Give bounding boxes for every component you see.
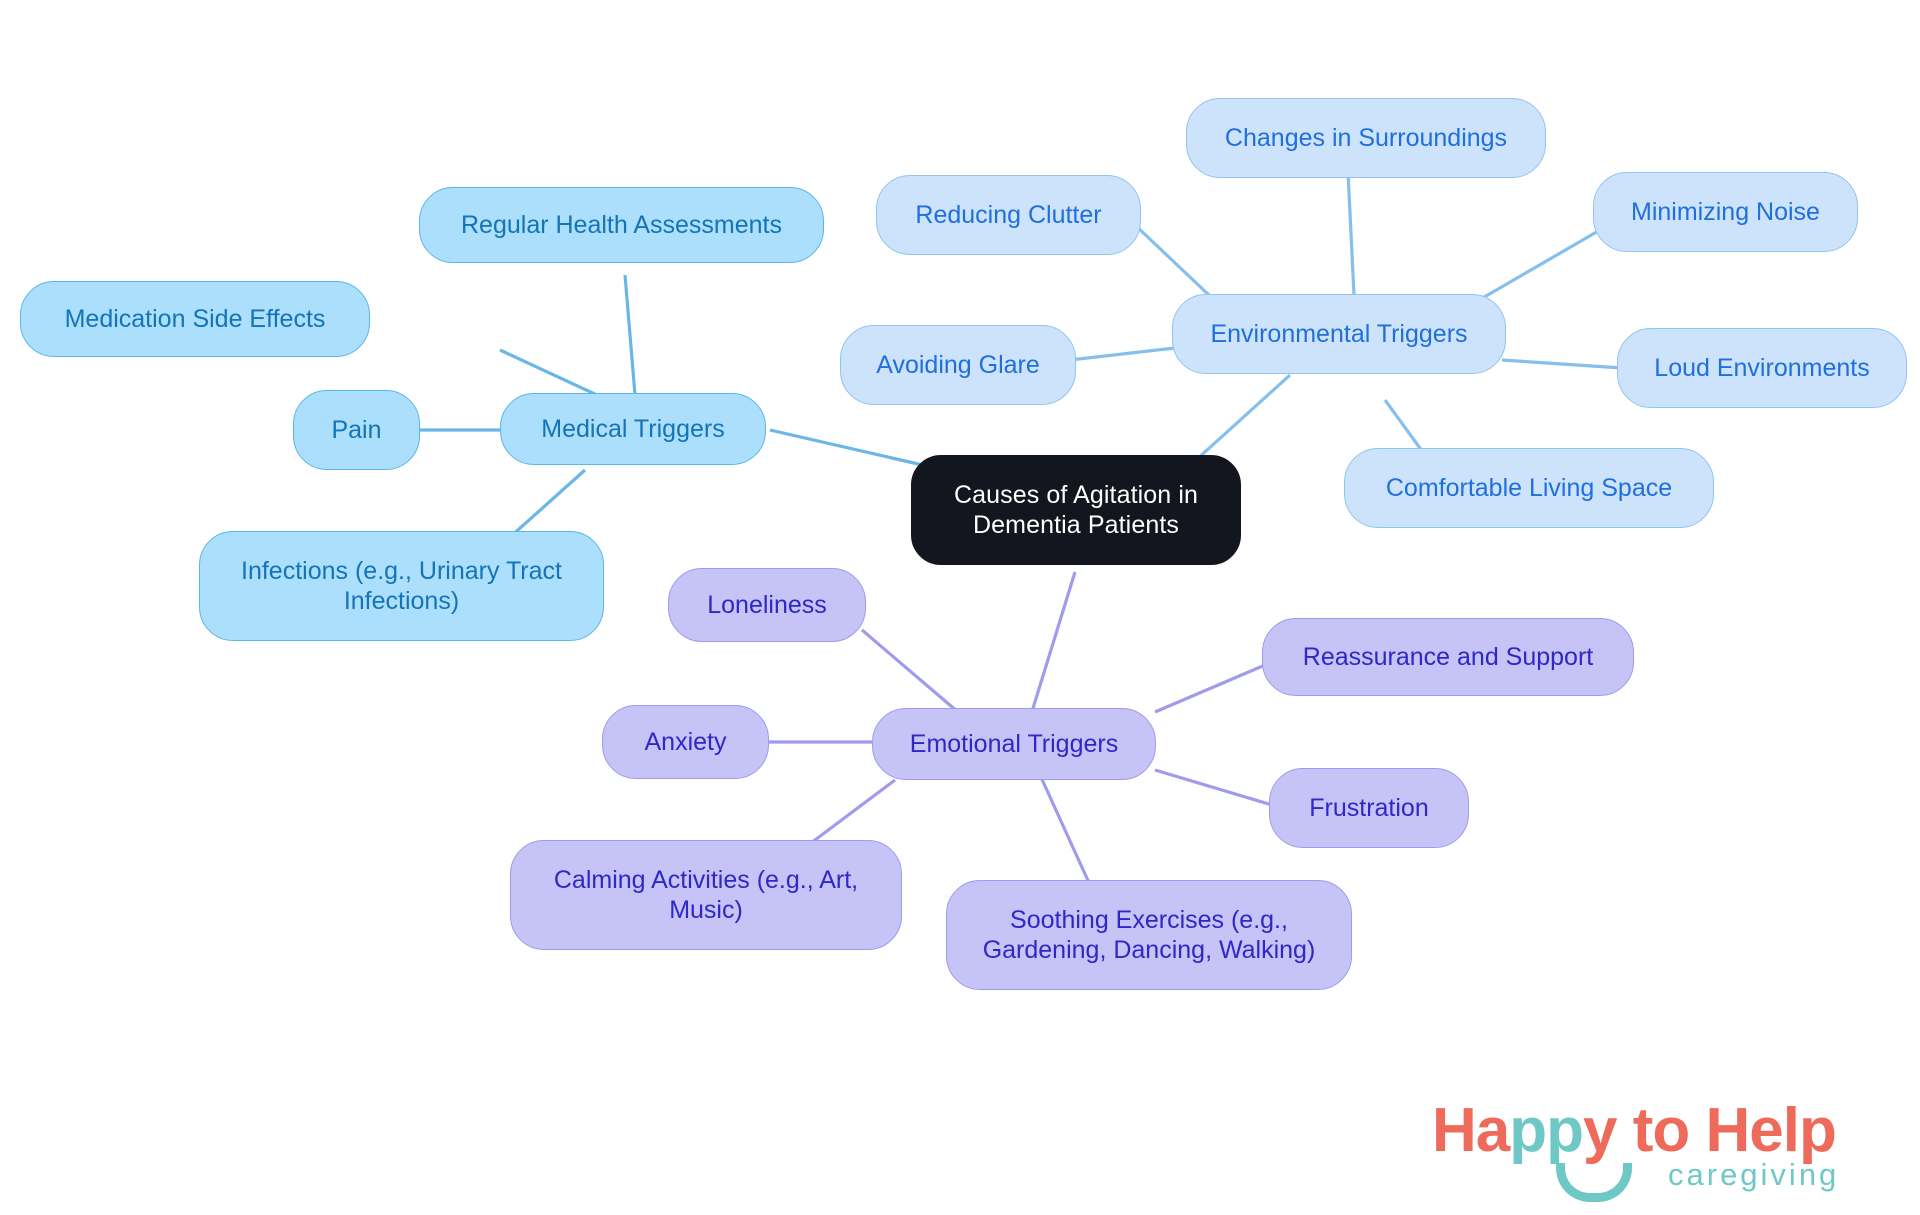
logo-tagline: caregiving [1668,1157,1840,1192]
leaf-node-reassurance-and-support[interactable]: Reassurance and Support [1262,618,1634,696]
edge-emo-loneliness [860,628,967,720]
branch-node-emotional-triggers[interactable]: Emotional Triggers [872,708,1156,780]
leaf-node-soothing-exercises[interactable]: Soothing Exercises (e.g., Gardening, Dan… [946,880,1352,990]
leaf-node-loneliness[interactable]: Loneliness [668,568,866,642]
logo-word-ha: Ha [1432,1096,1510,1165]
leaf-node-changes-in-surroundings[interactable]: Changes in Surroundings [1186,98,1546,178]
root-node[interactable]: Causes of Agitation in Dementia Patients [911,455,1241,565]
branch-node-medical-triggers[interactable]: Medical Triggers [500,393,766,465]
leaf-node-pain[interactable]: Pain [293,390,420,470]
logo-word-pp: pp [1509,1096,1584,1165]
edge-emo-soothing [1038,774,1092,886]
leaf-node-loud-environments[interactable]: Loud Environments [1617,328,1907,408]
leaf-node-avoiding-glare[interactable]: Avoiding Glare [840,325,1076,405]
edge-env-loud [1501,358,1623,370]
edge-emo-reassurance [1154,663,1266,714]
edge-emo-frustration [1154,768,1273,807]
leaf-node-anxiety[interactable]: Anxiety [602,705,769,779]
happy-to-help-logo: Happy to Help caregiving [1432,1095,1892,1203]
edge-env-comfortable [1383,399,1427,456]
leaf-node-comfortable-living-space[interactable]: Comfortable Living Space [1344,448,1714,528]
leaf-node-infections[interactable]: Infections (e.g., Urinary Tract Infectio… [199,531,604,641]
edge-env-changes [1346,171,1357,316]
smile-icon [1556,1163,1632,1202]
leaf-node-frustration[interactable]: Frustration [1269,768,1469,848]
edge-medical-assessments [623,274,637,396]
leaf-node-calming-activities[interactable]: Calming Activities (e.g., Art, Music) [510,840,902,950]
leaf-node-regular-health-assessments[interactable]: Regular Health Assessments [419,187,824,263]
leaf-node-reducing-clutter[interactable]: Reducing Clutter [876,175,1141,255]
logo-wordmark: Happy to Help [1432,1095,1837,1166]
leaf-node-minimizing-noise[interactable]: Minimizing Noise [1593,172,1858,252]
leaf-node-medication-side-effects[interactable]: Medication Side Effects [20,281,370,357]
edge-root-emotional [1028,571,1077,719]
branch-node-environmental-triggers[interactable]: Environmental Triggers [1172,294,1506,374]
edge-env-glare [1069,346,1176,362]
logo-word-y-to-help: y to Help [1583,1096,1837,1165]
edge-root-environmental [1183,373,1292,472]
